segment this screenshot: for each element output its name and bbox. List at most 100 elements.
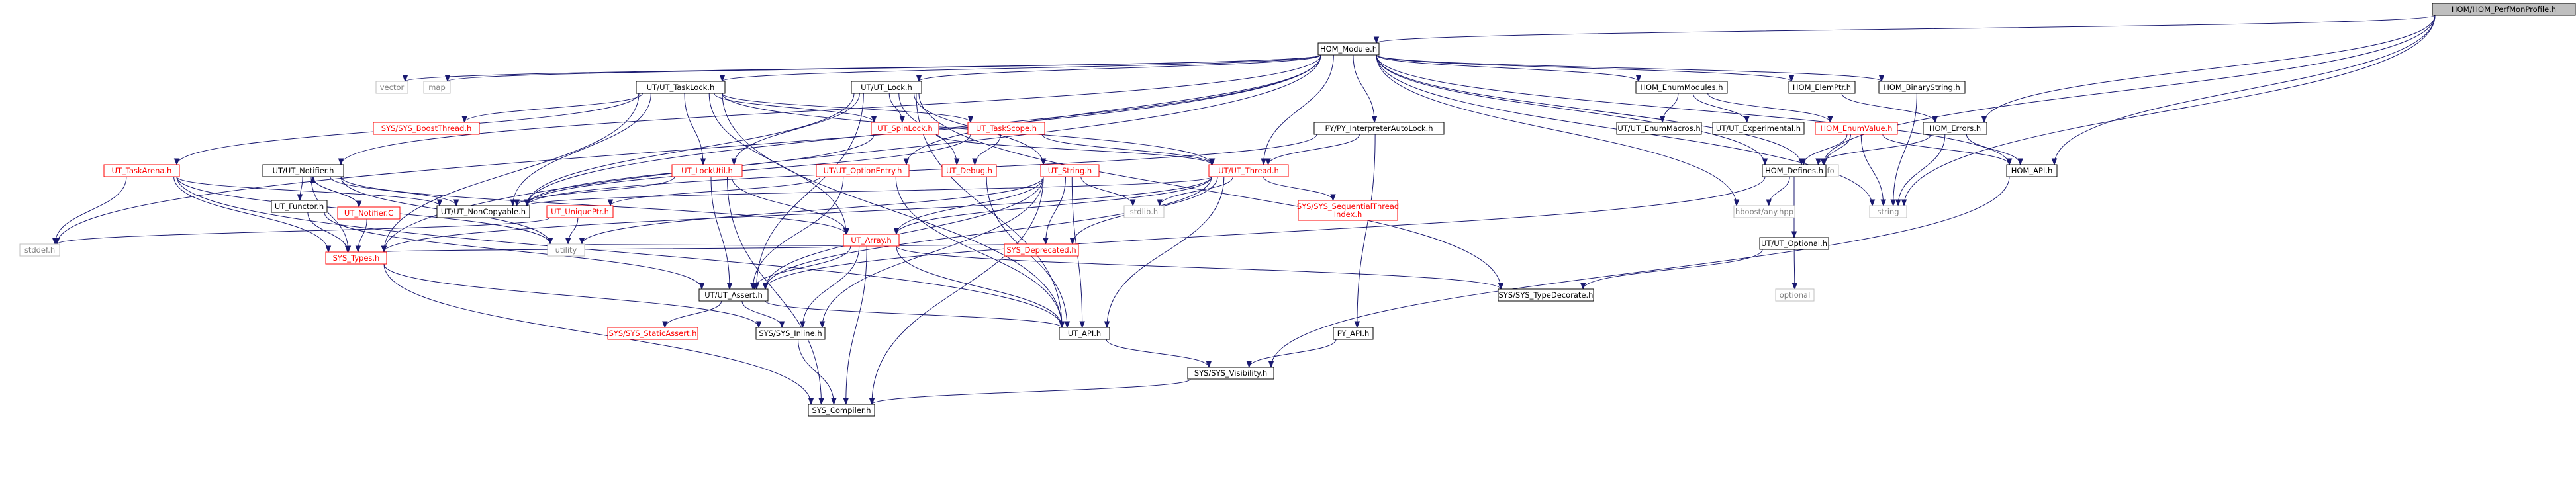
- node-utoptional[interactable]: UT/UT_Optional.h: [1759, 237, 1829, 250]
- node-utnotifierc[interactable]: UT_Notifier.C: [337, 206, 401, 220]
- node-box-optional[interactable]: [1775, 288, 1815, 302]
- node-box-spinlock[interactable]: [871, 122, 939, 135]
- node-utfunctor[interactable]: UT_Functor.h: [271, 200, 328, 213]
- node-hombinstr[interactable]: HOM_BinaryString.h: [1878, 81, 1966, 94]
- node-sysinline[interactable]: SYS/SYS_Inline.h: [755, 327, 826, 340]
- node-utapi[interactable]: UT_API.h: [1059, 327, 1110, 340]
- node-utexperimental[interactable]: UT/UT_Experimental.h: [1712, 122, 1805, 135]
- node-tasklock[interactable]: UT/UT_TaskLock.h: [636, 81, 726, 94]
- node-box-seqthread1[interactable]: [1298, 200, 1398, 221]
- node-lockutil[interactable]: UT_LockUtil.h: [671, 164, 743, 177]
- node-box-utnotifier[interactable]: [262, 164, 344, 177]
- node-utthread[interactable]: UT/UT_Thread.h: [1208, 164, 1289, 177]
- node-box-stddef[interactable]: [19, 243, 60, 257]
- node-utlock[interactable]: UT/UT_Lock.h: [851, 81, 922, 94]
- node-box-homapi[interactable]: [2006, 164, 2058, 177]
- node-box-utenummacros[interactable]: [1616, 122, 1702, 135]
- node-pyapi[interactable]: PY_API.h: [1333, 327, 1374, 340]
- node-homdefines[interactable]: HOM_Defines.h: [1762, 164, 1827, 177]
- node-box-homdefines[interactable]: [1762, 164, 1827, 177]
- node-box-utapi[interactable]: [1059, 327, 1110, 340]
- node-box-boostthread[interactable]: [373, 122, 480, 135]
- node-box-typedecorate[interactable]: [1498, 288, 1594, 302]
- node-box-tasknarena[interactable]: [103, 164, 180, 177]
- node-box-utility[interactable]: [547, 243, 585, 257]
- node-box-utlock[interactable]: [851, 81, 922, 94]
- node-visibility[interactable]: SYS/SYS_Visibility.h: [1187, 367, 1274, 380]
- node-homerrors[interactable]: HOM_Errors.h: [1923, 122, 1987, 135]
- node-stddef[interactable]: stddef.h: [19, 243, 60, 257]
- node-box-deprecated[interactable]: [1004, 243, 1079, 257]
- node-utility[interactable]: utility: [547, 243, 585, 257]
- node-box-utexperimental[interactable]: [1712, 122, 1805, 135]
- node-box-compiler[interactable]: [808, 404, 875, 417]
- node-box-homenummod[interactable]: [1635, 81, 1728, 94]
- node-box-module[interactable]: [1317, 42, 1380, 56]
- node-boostthread[interactable]: SYS/SYS_BoostThread.h: [373, 122, 480, 135]
- node-box-stdlib[interactable]: [1123, 205, 1165, 218]
- node-utstring[interactable]: UT_String.h: [1040, 164, 1100, 177]
- node-vector[interactable]: vector: [375, 81, 408, 94]
- node-box-staticassert[interactable]: [607, 327, 698, 340]
- node-box-utthread[interactable]: [1208, 164, 1289, 177]
- node-systypes[interactable]: SYS_Types.h: [325, 251, 387, 265]
- node-box-utnotifierc[interactable]: [337, 206, 401, 220]
- node-box-utstring[interactable]: [1040, 164, 1100, 177]
- node-box-tasklock[interactable]: [636, 81, 726, 94]
- node-box-pyapi[interactable]: [1333, 327, 1374, 340]
- node-pyinterp[interactable]: PY/PY_InterpreterAutoLock.h: [1313, 122, 1445, 135]
- node-box-sysinline[interactable]: [755, 327, 826, 340]
- node-spinlock[interactable]: UT_SpinLock.h: [871, 122, 939, 135]
- node-taskscope[interactable]: UT_TaskScope.h: [967, 122, 1045, 135]
- node-box-homerrors[interactable]: [1923, 122, 1987, 135]
- node-typedecorate[interactable]: SYS/SYS_TypeDecorate.h: [1498, 288, 1594, 302]
- node-box-map[interactable]: [423, 81, 451, 94]
- arrowhead-homerrors-string: [1895, 199, 1901, 207]
- node-utarray[interactable]: UT_Array.h: [843, 234, 900, 247]
- node-map[interactable]: map: [423, 81, 451, 94]
- node-noncopyable[interactable]: UT/UT_NonCopyable.h: [436, 205, 530, 218]
- node-uniqueptr[interactable]: UT_UniquePtr.h: [546, 205, 614, 218]
- node-box-taskscope[interactable]: [967, 122, 1045, 135]
- node-box-utdebug[interactable]: [941, 164, 997, 177]
- node-box-noncopyable[interactable]: [436, 205, 530, 218]
- node-box-optionentry[interactable]: [816, 164, 910, 177]
- node-box-uniqueptr[interactable]: [546, 205, 614, 218]
- node-deprecated[interactable]: SYS_Deprecated.h: [1004, 243, 1079, 257]
- node-box-homenumvalue[interactable]: [1815, 122, 1898, 135]
- node-utassert[interactable]: UT/UT_Assert.h: [698, 288, 769, 302]
- node-homapi[interactable]: HOM_API.h: [2006, 164, 2058, 177]
- node-box-homelemptr[interactable]: [1788, 81, 1856, 94]
- node-homenummod[interactable]: HOM_EnumModules.h: [1635, 81, 1728, 94]
- node-box-visibility[interactable]: [1187, 367, 1274, 380]
- node-box-utfunctor[interactable]: [271, 200, 328, 213]
- node-utnotifier[interactable]: UT/UT_Notifier.h: [262, 164, 344, 177]
- node-seqthread1[interactable]: SYS/SYS_SequentialThread: [1297, 200, 1399, 221]
- node-box-utassert[interactable]: [698, 288, 769, 302]
- node-staticassert[interactable]: SYS/SYS_StaticAssert.h: [607, 327, 698, 340]
- node-stdlib[interactable]: stdlib.h: [1123, 205, 1165, 218]
- node-box-utoptional[interactable]: [1759, 237, 1829, 250]
- node-box-root[interactable]: [2432, 3, 2576, 16]
- node-seqthread2[interactable]: Index.h: [1334, 210, 1362, 219]
- node-box-hboost[interactable]: [1733, 205, 1795, 218]
- node-box-systypes[interactable]: [325, 251, 387, 265]
- node-hboost[interactable]: hboost/any.hpp: [1733, 205, 1795, 218]
- node-box-lockutil[interactable]: [671, 164, 743, 177]
- node-root[interactable]: HOM/HOM_PerfMonProfile.h: [2432, 3, 2576, 16]
- node-utenummacros[interactable]: UT/UT_EnumMacros.h: [1616, 122, 1702, 135]
- node-box-vector[interactable]: [375, 81, 408, 94]
- node-string[interactable]: string: [1869, 205, 1907, 218]
- node-optional[interactable]: optional: [1775, 288, 1815, 302]
- node-utdebug[interactable]: UT_Debug.h: [941, 164, 997, 177]
- node-box-string[interactable]: [1869, 205, 1907, 218]
- node-tasknarena[interactable]: UT_TaskArena.h: [103, 164, 180, 177]
- node-homenumvalue[interactable]: HOM_EnumValue.h: [1815, 122, 1898, 135]
- node-compiler[interactable]: SYS_Compiler.h: [808, 404, 875, 417]
- node-box-utarray[interactable]: [843, 234, 900, 247]
- node-optionentry[interactable]: UT/UT_OptionEntry.h: [816, 164, 910, 177]
- node-box-hombinstr[interactable]: [1878, 81, 1966, 94]
- node-box-pyinterp[interactable]: [1313, 122, 1445, 135]
- node-module[interactable]: HOM_Module.h: [1317, 42, 1380, 56]
- node-homelemptr[interactable]: HOM_ElemPtr.h: [1788, 81, 1856, 94]
